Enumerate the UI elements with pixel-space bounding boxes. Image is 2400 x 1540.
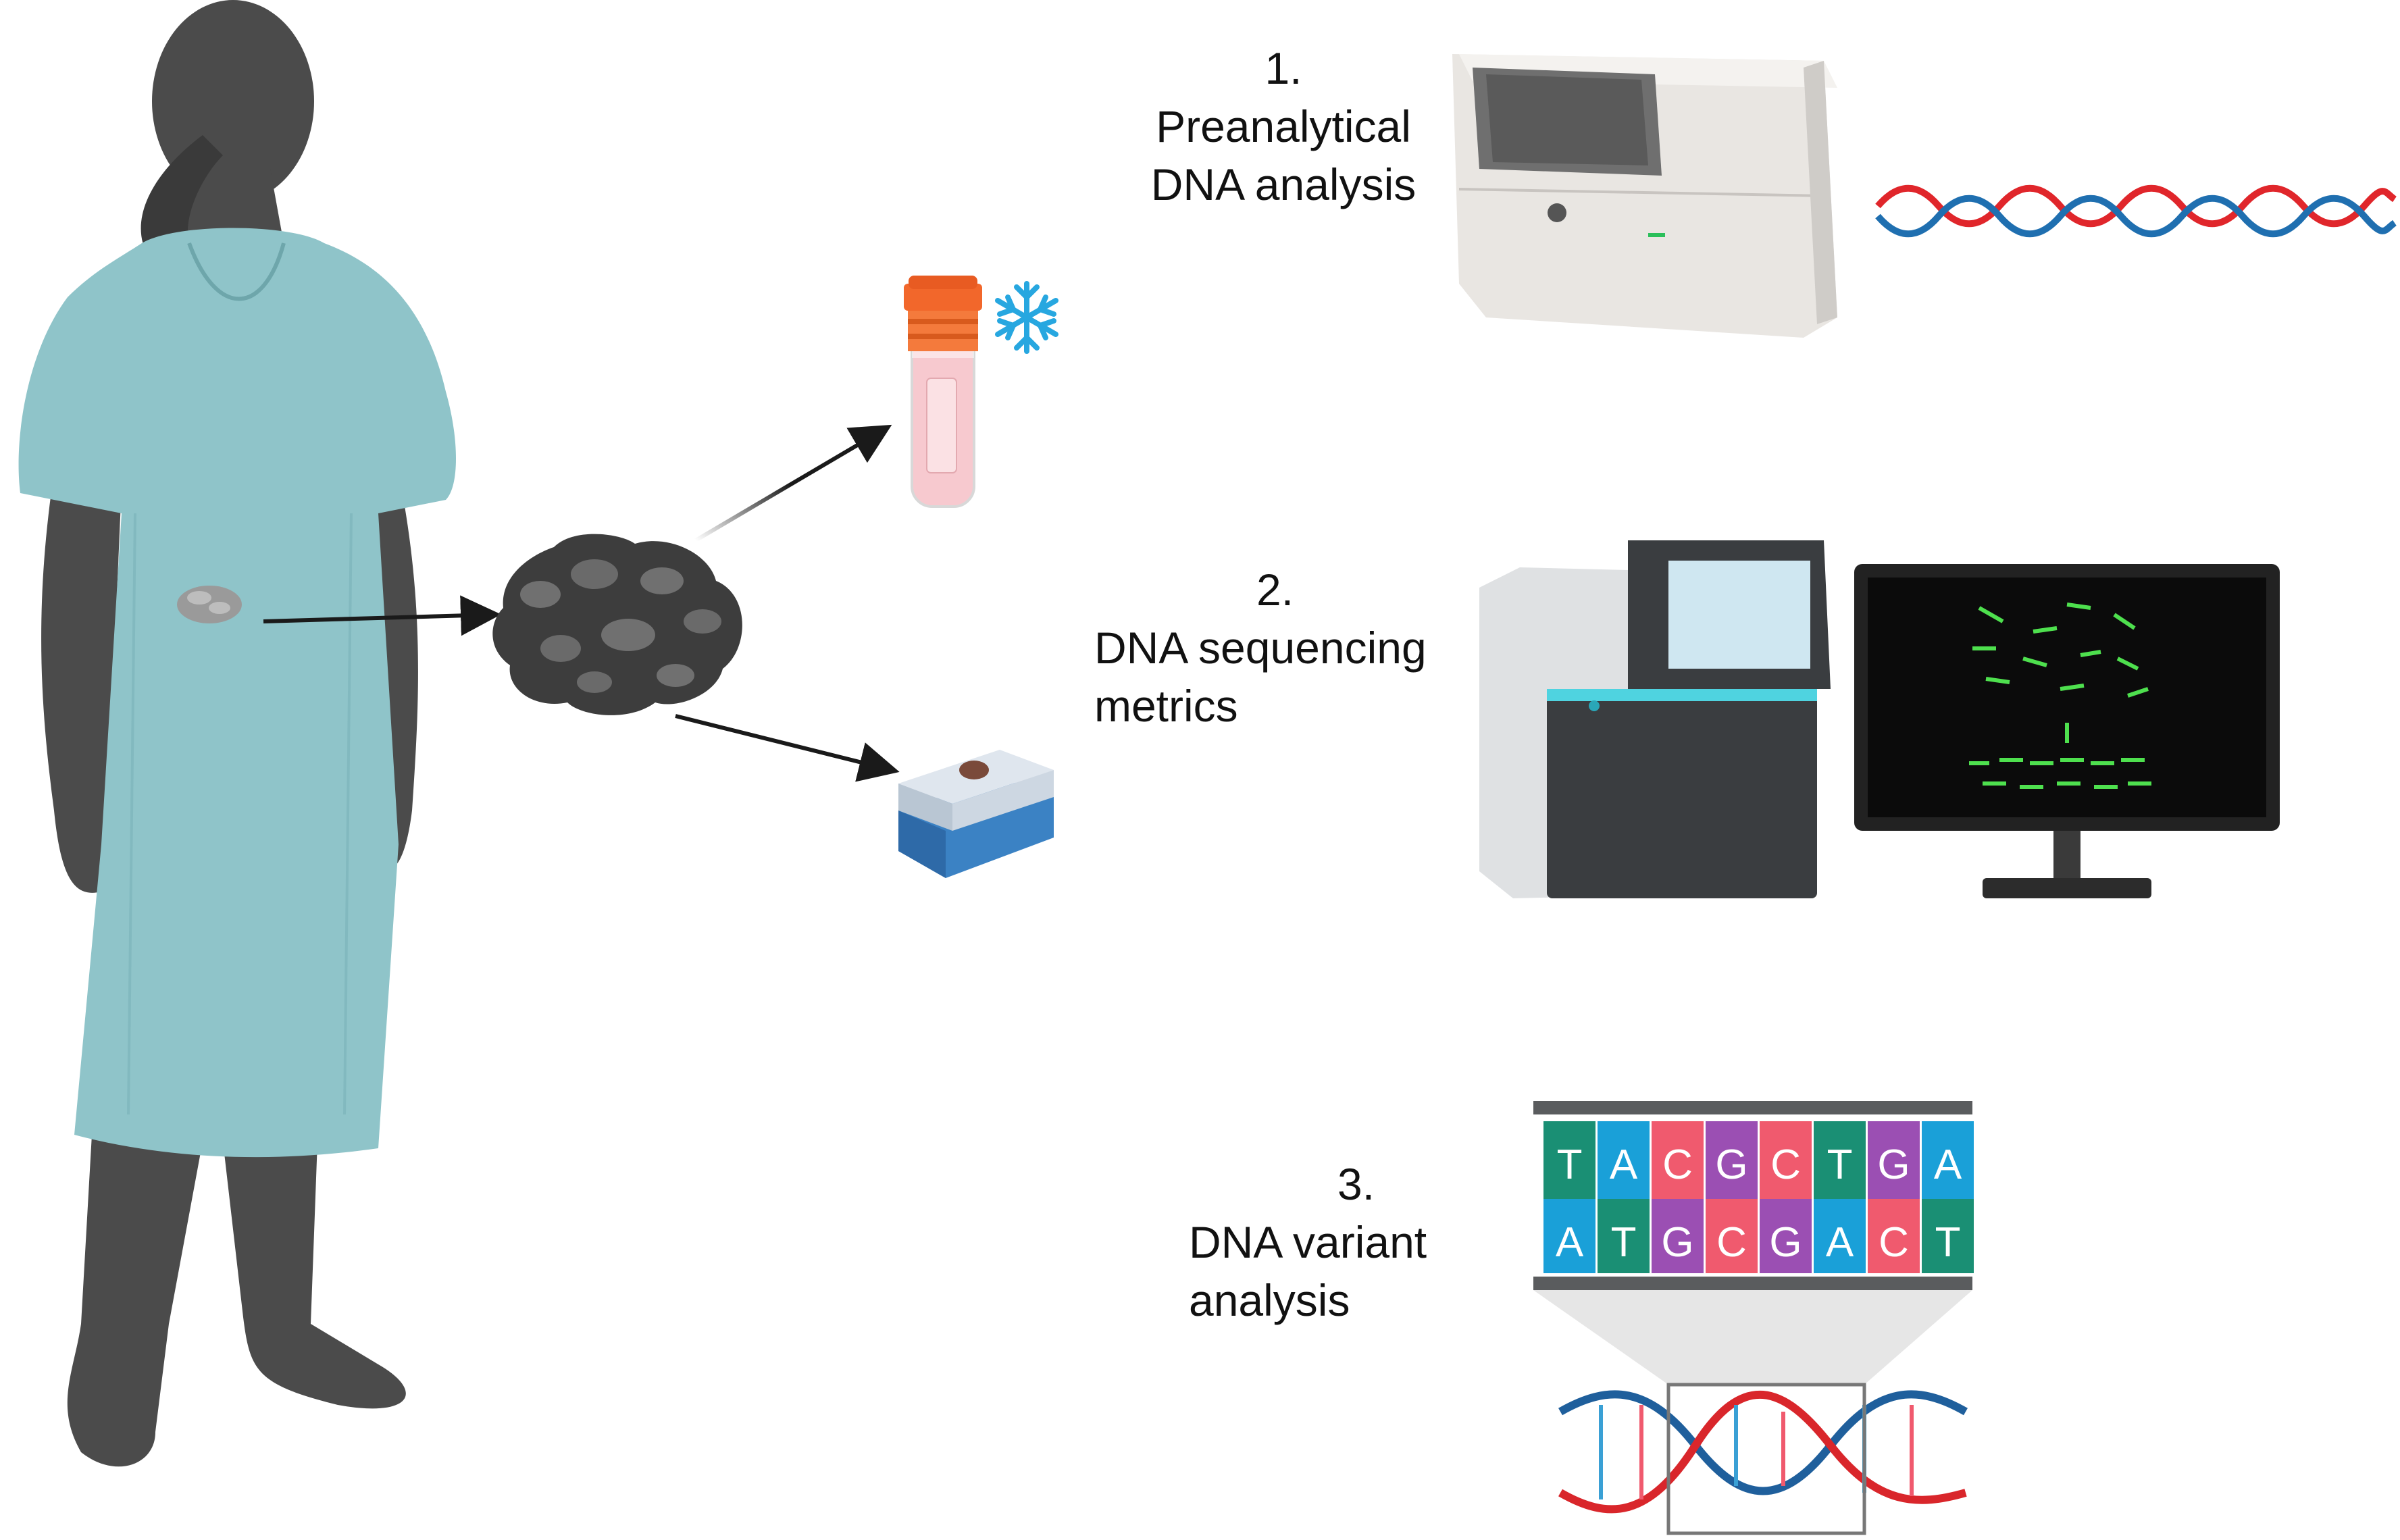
arrow-body-to-tumor [263,595,501,636]
cryovial-icon [904,276,982,508]
base-letter-top: C [1770,1141,1801,1188]
step-3-line2: analysis [1189,1275,1350,1325]
base-letter-top: G [1877,1141,1910,1188]
base-letter-top: G [1715,1141,1747,1188]
base-cell-bottom [1814,1199,1866,1273]
base-letter-top: T [1557,1141,1583,1188]
base-letter-top: A [1934,1141,1962,1188]
dna-extraction-instrument-icon [1452,54,1837,338]
arrow-tumor-to-cassette [675,714,900,782]
step-1-number: 1. [1265,43,1302,93]
base-cell-bottom [1760,1199,1812,1273]
base-letter-top: C [1662,1141,1693,1188]
base-cell-top [1760,1121,1812,1199]
base-letter-bottom: G [1661,1219,1693,1266]
step-1-label: 1. Preanalytical DNA analysis [1121,39,1446,213]
base-letter-bottom: T [1611,1219,1637,1266]
step-2-line1: DNA sequencing [1094,623,1427,673]
base-letter-top: T [1827,1141,1853,1188]
step-3-label: 3. DNA variant analysis [1189,1155,1513,1329]
step-2-line2: metrics [1094,681,1238,731]
base-letter-bottom: A [1826,1219,1854,1266]
base-cell-bottom [1922,1199,1974,1273]
tissue-cassette-icon [898,750,1054,878]
base-cell-top [1543,1121,1595,1199]
base-cell-bottom [1706,1199,1758,1273]
dna-helix-icon [1875,184,2397,238]
base-letter-bottom: G [1769,1219,1802,1266]
base-letter-bottom: T [1935,1219,1961,1266]
base-cell-top [1868,1121,1920,1199]
base-letter-bottom: A [1556,1219,1584,1266]
step-1-line1: Preanalytical [1156,101,1411,151]
step-2-label: 2. DNA sequencing metrics [1094,561,1486,735]
arrow-tumor-to-vial [694,424,892,542]
base-letter-bottom: C [1879,1219,1909,1266]
sequencer-icon [1479,540,1831,898]
base-cell-top [1652,1121,1704,1199]
base-letter-bottom: C [1716,1219,1747,1266]
step-2-number: 2. [1256,565,1294,615]
base-cell-bottom [1652,1199,1704,1273]
base-cell-bottom [1543,1199,1595,1273]
base-cell-top [1922,1121,1974,1199]
monitor-icon [1854,564,2280,898]
base-cell-bottom [1868,1199,1920,1273]
snowflake-icon [995,281,1058,354]
base-letter-top: A [1610,1141,1638,1188]
base-cell-top [1706,1121,1758,1199]
step-3-line1: DNA variant [1189,1217,1427,1267]
base-cell-top [1598,1121,1650,1199]
step-3-number: 3. [1337,1159,1375,1209]
step-1-line2: DNA analysis [1150,159,1416,209]
base-cell-bottom [1598,1199,1650,1273]
patient-figure-icon [18,0,456,1467]
tumor-tissue-icon [492,534,742,715]
base-cell-top [1814,1121,1866,1199]
